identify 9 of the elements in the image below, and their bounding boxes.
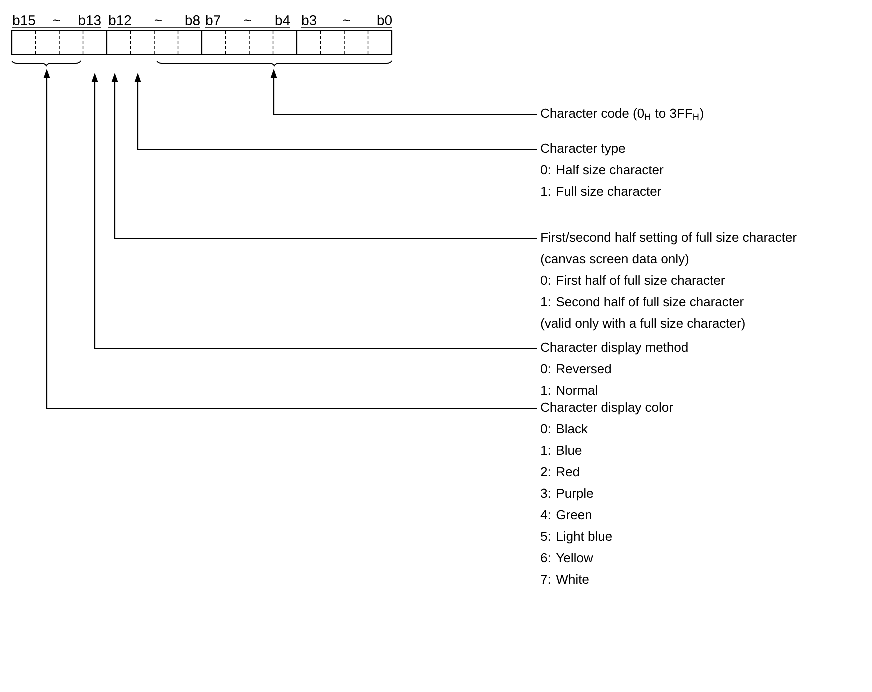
description-text: Character display color 0: Black 1: Blue 2: Red 3: Purple 4: Green 5: Light blue 6: Yellow 7: White [540,402,674,584]
description-text: Character display method 0: Reversed 1: Normal [541,342,688,396]
description-text: Character code (0$_{H}$ to 3FF$_{H}$) [541,108,704,121]
bit-range-label: b7 ~ b4 [204,15,290,28]
description-text: First/second half setting of full size character (canvas screen data only) 0: First half of full size character 1: Second half of full size character (valid only with a full size character) [541,232,797,331]
description-text: Character type 0: Half size character 1: Full size character [541,144,664,196]
bit-range-label: b12 ~ b8 [108,15,200,28]
bit-range-label: b15 ~ b13 [12,15,102,28]
bit-range-label: b3 ~ b0 [300,15,392,28]
